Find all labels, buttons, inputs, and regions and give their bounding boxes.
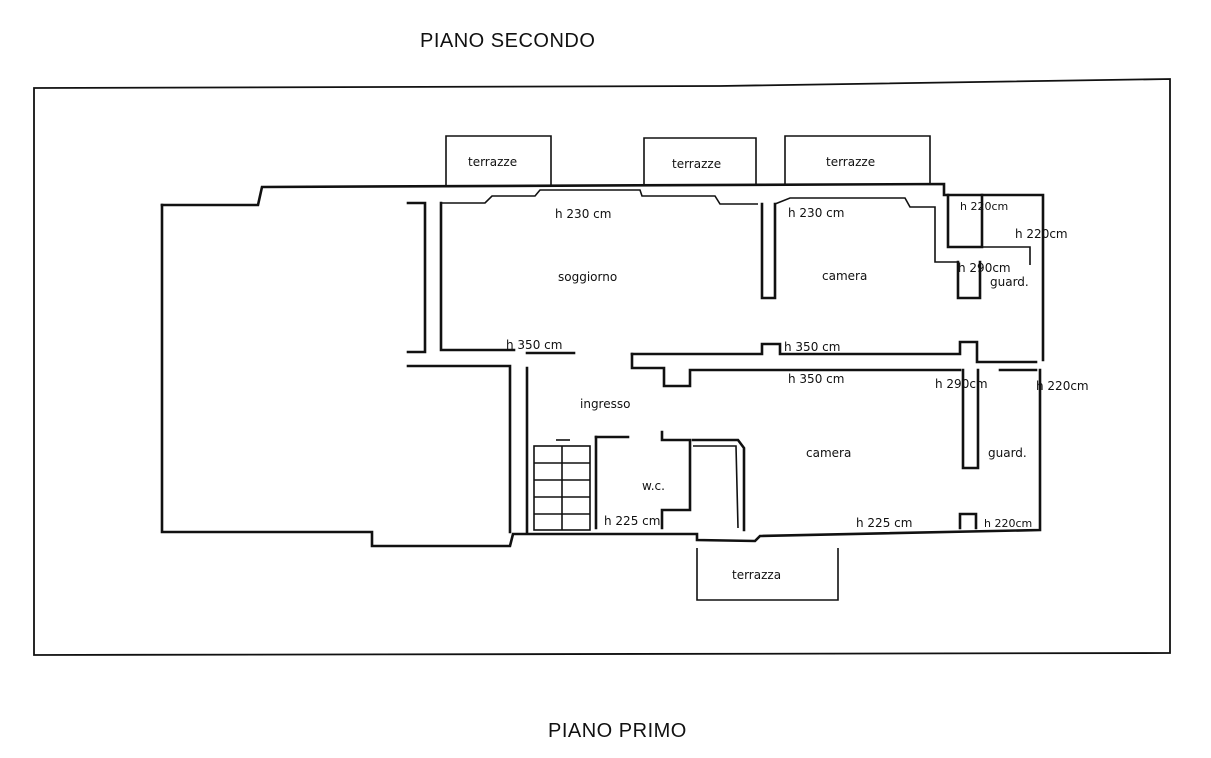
room-label-wc: w.c. [642, 479, 665, 493]
height-label-right-lower: h 220cm [984, 517, 1032, 530]
balcony-top-left: terrazze [445, 135, 552, 186]
balcony-top-right-label: terrazze [826, 155, 875, 169]
height-label-corner-upper: h 220cm [960, 200, 1008, 213]
height-label-right-upper: h 220cm [1015, 227, 1068, 241]
room-label-guard-lower: guard. [988, 446, 1027, 460]
height-label-wc: h 225 cm [604, 514, 660, 528]
height-label-guard-lower: h 290cm [935, 377, 988, 391]
walls [160, 182, 1045, 548]
balcony-top-right: terrazze [784, 135, 931, 186]
room-label-camera-upper: camera [822, 269, 867, 283]
balcony-bottom: terrazza [696, 548, 839, 601]
height-label-corridor-lower: h 350 cm [788, 372, 844, 386]
height-label-camera-upper: h 230 cm [788, 206, 844, 220]
room-label-guard-upper: guard. [990, 275, 1029, 289]
plan-title-upper: PIANO SECONDO [420, 30, 596, 52]
plan-title-lower: PIANO PRIMO [548, 720, 687, 742]
balcony-top-left-label: terrazze [468, 155, 517, 169]
staircase [533, 439, 591, 531]
height-label-guard-upper: h 290cm [958, 261, 1011, 275]
height-label-right-middle: h 220cm [1036, 379, 1089, 393]
height-label-camera-lower: h 225 cm [856, 516, 912, 530]
height-label-corridor-upper: h 350 cm [784, 340, 840, 354]
room-label-ingresso: ingresso [580, 397, 630, 411]
height-label-soggiorno: h 230 cm [555, 207, 611, 221]
balcony-top-middle-label: terrazze [672, 157, 721, 171]
room-label-camera-lower: camera [806, 446, 851, 460]
height-label-ingresso: h 350 cm [506, 338, 562, 352]
drawing-frame [33, 78, 1171, 656]
balcony-bottom-label: terrazza [732, 568, 781, 582]
balcony-top-middle: terrazze [643, 137, 757, 186]
room-label-soggiorno: soggiorno [558, 270, 617, 284]
